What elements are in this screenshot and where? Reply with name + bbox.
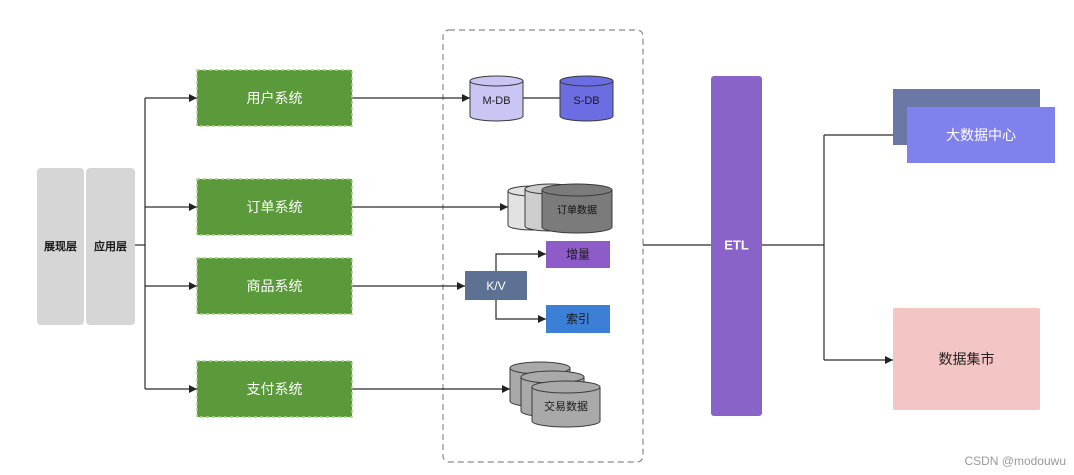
product-system-box	[196, 257, 353, 315]
kv-box	[465, 271, 527, 300]
trade-data-front-top	[531, 380, 601, 394]
incremental-store: 增量	[546, 241, 610, 268]
etl-label: ETL	[724, 238, 749, 253]
user-system-label: 用户系统	[247, 90, 303, 106]
payment-system-box	[196, 360, 353, 418]
product-system-label: 商品系统	[247, 278, 303, 294]
big-data-center-label: 大数据中心	[946, 127, 1016, 143]
big-data-center: 大数据中心	[893, 89, 1055, 163]
presentation-layer-box	[37, 168, 84, 325]
user-system: 用户系统	[196, 69, 353, 127]
incremental-box	[546, 241, 610, 268]
trade-data-front-cylinder	[531, 386, 601, 428]
index-label: 索引	[566, 312, 590, 326]
etl-bar	[711, 76, 762, 416]
order-data-front-top	[541, 183, 613, 197]
data-mart: 数据集市	[893, 308, 1040, 410]
order-data-front-cylinder	[541, 189, 613, 234]
application-layer: 应用层	[86, 168, 135, 325]
presentation-layer: 展现层	[37, 168, 84, 325]
slave-db-cylinder: S-DB	[559, 75, 614, 122]
index-store: 索引	[546, 305, 610, 333]
user-system-box	[196, 69, 353, 127]
arrow-kv-to-incremental	[495, 250, 546, 271]
master-db-body	[469, 80, 524, 122]
edges	[135, 94, 907, 393]
presentation-layer-label: 展现层	[43, 240, 77, 253]
slave-db-label: S-DB	[573, 95, 599, 107]
application-layer-box	[86, 168, 135, 325]
order-system-label: 订单系统	[247, 199, 303, 215]
order-system: 订单系统	[196, 178, 353, 236]
application-layer-label: 应用层	[94, 239, 127, 253]
master-db-top	[469, 75, 524, 87]
master-db-cylinder: M-DB	[469, 75, 524, 122]
incremental-label: 增量	[566, 248, 590, 262]
order-data-cylinders: 订单数据	[507, 183, 613, 234]
order-system-box	[196, 178, 353, 236]
data-mart-label: 数据集市	[939, 351, 995, 367]
storage-frame	[442, 29, 644, 463]
arrow-kv-to-index	[495, 300, 546, 323]
watermark: CSDN @modouwu	[964, 454, 1066, 468]
kv-store: K/V	[465, 271, 527, 300]
trade-data-cylinders: 交易数据	[509, 361, 601, 428]
slave-db-top	[559, 75, 614, 87]
product-system: 商品系统	[196, 257, 353, 315]
payment-system-label: 支付系统	[247, 381, 303, 397]
data-mart-box	[893, 308, 1040, 410]
index-box	[546, 305, 610, 333]
payment-system: 支付系统	[196, 360, 353, 418]
trade-data-label: 交易数据	[544, 399, 588, 413]
master-db-label: M-DB	[482, 95, 510, 107]
etl-stage: ETL	[711, 76, 762, 416]
big-data-center-front-box	[907, 107, 1055, 163]
kv-label: K/V	[486, 279, 505, 293]
order-data-label: 订单数据	[557, 204, 597, 217]
slave-db-body	[559, 80, 614, 122]
